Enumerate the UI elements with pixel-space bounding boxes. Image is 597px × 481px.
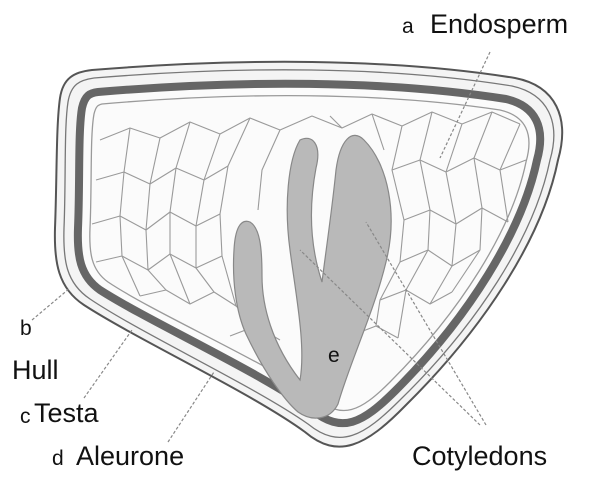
aleurone-leader xyxy=(168,372,214,442)
hull-label-letter: b xyxy=(20,318,32,339)
hull-label: Hull xyxy=(12,357,59,384)
aleurone-label: Aleurone xyxy=(76,443,184,470)
endosperm-label: Endosperm xyxy=(430,11,568,38)
hull-leader xyxy=(32,288,70,320)
aleurone-label-letter: d xyxy=(52,448,64,469)
testa-label-letter: c xyxy=(20,406,31,427)
testa-label: Testa xyxy=(34,400,99,427)
embryo-label-letter: e xyxy=(328,345,340,366)
testa-leader xyxy=(84,330,132,398)
endosperm-label-letter: a xyxy=(402,16,414,37)
cotyledons-label: Cotyledons xyxy=(412,443,547,470)
